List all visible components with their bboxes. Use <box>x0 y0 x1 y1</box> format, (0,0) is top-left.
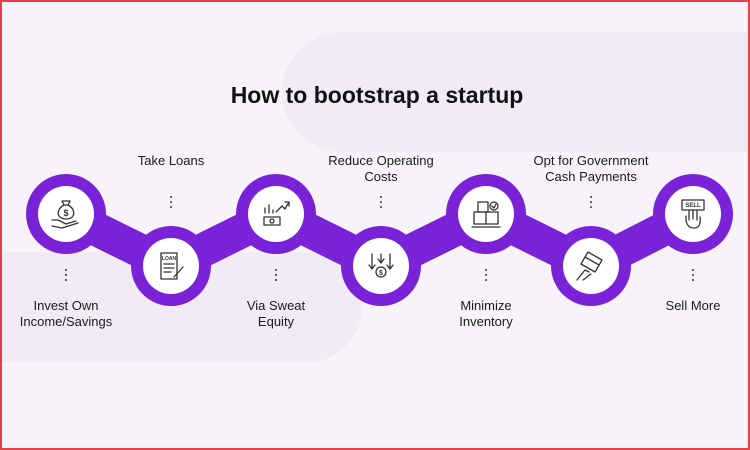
step-node: $ <box>26 174 106 254</box>
step-label-reduce-operating-costs: Reduce Operating Costs <box>328 153 434 184</box>
dotted-connector <box>590 196 592 208</box>
step-node: $ <box>341 226 421 306</box>
step-node: LOAN <box>131 226 211 306</box>
dotted-connector <box>380 196 382 208</box>
dotted-connector <box>65 269 67 281</box>
step-node-inner <box>143 238 199 294</box>
step-label-government-cash-payments: Opt for Government Cash Payments <box>533 153 649 184</box>
step-node-inner <box>248 186 304 242</box>
dotted-connector <box>170 196 172 208</box>
step-label-sweat-equity: Via Sweat Equity <box>246 298 306 329</box>
background-shape <box>282 32 748 152</box>
step-label-invest-own-income: Invest Own Income/Savings <box>19 298 113 329</box>
card-payment-hand-icon <box>576 251 603 281</box>
step-label-take-loans: Take Loans <box>137 153 205 168</box>
loan-document-icon: LOAN <box>160 252 184 280</box>
inventory-boxes-icon <box>471 201 501 228</box>
reduce-costs-arrows-icon: $ <box>368 253 394 278</box>
step-label-minimize-inventory: Minimize Inventory <box>459 298 513 329</box>
step-node-inner <box>563 238 619 294</box>
step-node <box>446 174 526 254</box>
svg-text:SELL: SELL <box>685 203 701 209</box>
dotted-connector <box>275 269 277 281</box>
step-node-inner <box>353 238 409 294</box>
svg-text:$: $ <box>379 270 383 277</box>
dotted-connector <box>485 269 487 281</box>
step-label-sell-more: Sell More <box>665 298 721 313</box>
step-node <box>236 174 316 254</box>
money-bag-hand-icon: $ <box>51 200 79 229</box>
diagram-title: How to bootstrap a startup <box>230 82 524 108</box>
step-node: SELL <box>653 174 733 254</box>
dotted-connector <box>692 269 694 281</box>
cash-growth-chart-icon <box>263 201 290 226</box>
step-node-inner <box>38 186 94 242</box>
sell-sign-hand-icon: SELL <box>681 199 705 229</box>
step-node <box>551 226 631 306</box>
svg-text:LOAN: LOAN <box>162 256 177 262</box>
svg-text:$: $ <box>63 208 68 218</box>
